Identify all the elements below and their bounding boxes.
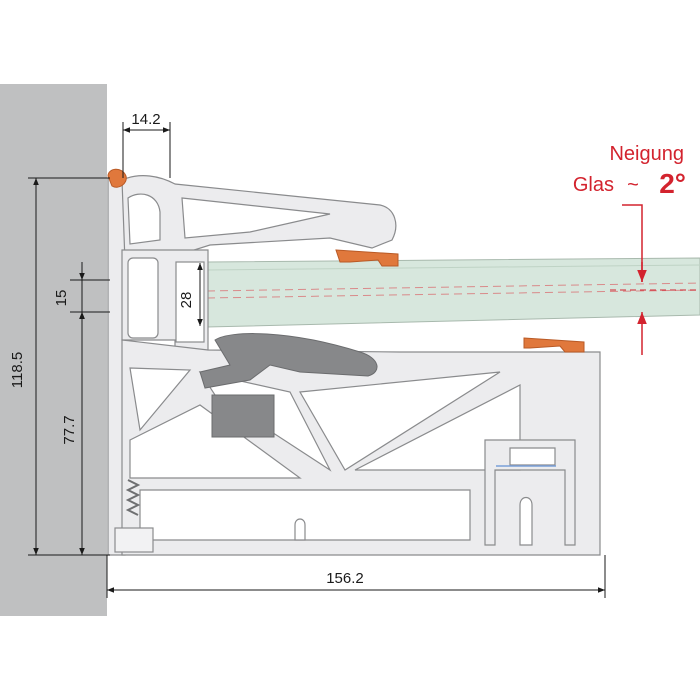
slope-indicator (610, 204, 700, 355)
glass-interlayer-2 (206, 289, 700, 299)
dim-top-width (122, 122, 171, 178)
slope-label-tilde: ~ (627, 174, 639, 196)
dim-height-total-label: 118.5 (9, 352, 26, 388)
bottom-clip (114, 527, 154, 553)
glass-interlayer-1 (206, 282, 700, 292)
slope-label-line2: Glas (573, 174, 614, 196)
clamp-lever (199, 333, 378, 389)
glass-panel (206, 257, 700, 328)
gasket-wall-hook (107, 168, 127, 188)
slope-label-line1: Neigung (609, 143, 684, 165)
wall (0, 84, 107, 616)
clamp-block (211, 394, 275, 438)
dim-total-width-label: 156.2 (326, 570, 364, 587)
aluminium-profile (107, 175, 601, 556)
gasket-lower (523, 337, 585, 353)
dim-total-width (106, 555, 606, 598)
dim-height-lower-label: 77.7 (61, 415, 78, 444)
spring-part (125, 479, 141, 516)
gasket-upper (335, 249, 399, 267)
dim-height-total (28, 177, 110, 556)
dim-gap-label: 15 (53, 290, 70, 307)
dim-top-width-label: 14.2 (131, 111, 160, 128)
slope-label-value: 2° (659, 168, 686, 199)
dim-gap (70, 262, 110, 330)
dim-glass-thickness-label: 28 (178, 292, 195, 309)
glass-edge-line (206, 264, 700, 271)
